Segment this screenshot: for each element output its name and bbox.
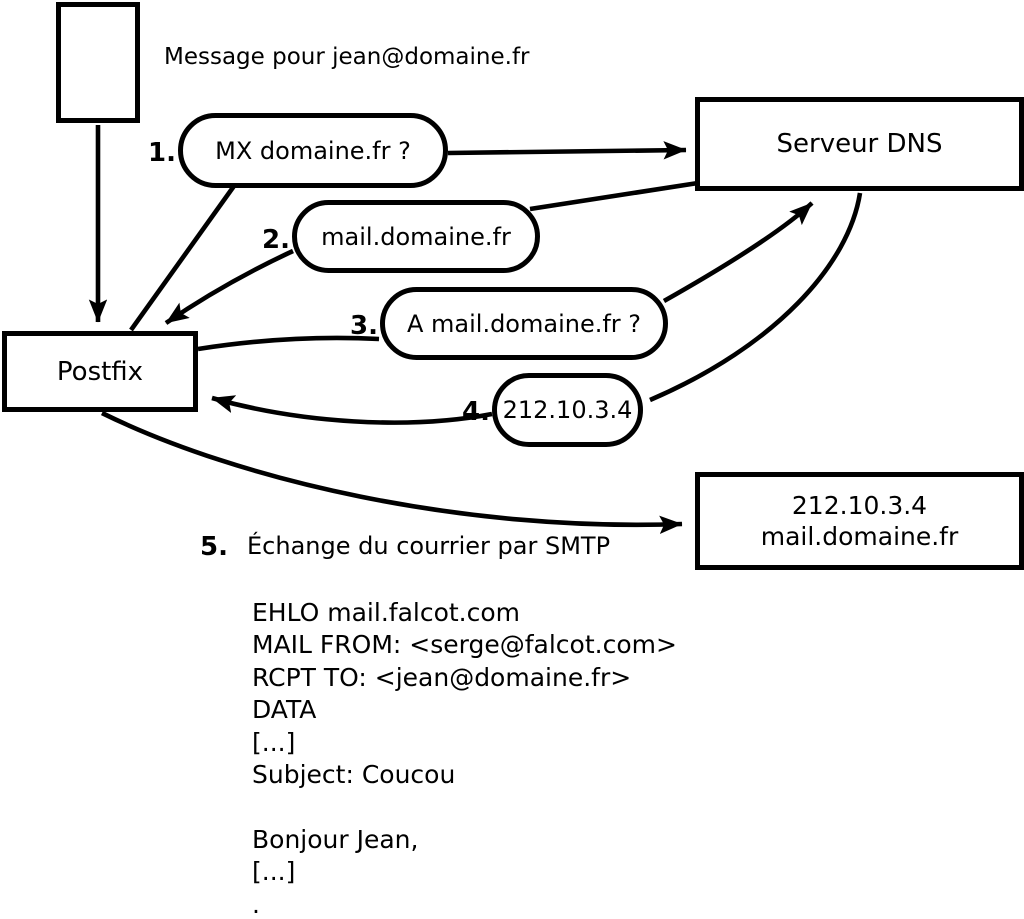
pill-a-query: A mail.domaine.fr ?: [380, 287, 668, 360]
smtp-session-transcript: EHLO mail.falcot.com MAIL FROM: <serge@f…: [252, 597, 677, 919]
step-number-4: 4.: [462, 397, 490, 427]
arrow-smtp-exchange-to-destination: [100, 410, 683, 535]
postfix-node-label: Postfix: [56, 356, 144, 387]
arrow-mx-response-to-postfix: [164, 248, 294, 325]
smtp-line-mail-from: MAIL FROM: <serge@falcot.com>: [252, 630, 677, 660]
line-postfix-to-a-query-pill: [197, 335, 380, 352]
smtp-line-data: DATA: [252, 695, 317, 725]
dns-server-node-label: Serveur DNS: [776, 129, 943, 159]
arrow-a-query-to-dns: [662, 201, 814, 304]
line-dns-to-mx-response-pill: [529, 180, 699, 212]
step-number-3: 3.: [350, 311, 378, 341]
pill-mx-response: mail.domaine.fr: [292, 200, 540, 273]
destination-hostname-label: mail.domaine.fr: [760, 522, 959, 551]
step-number-5: 5.: [200, 532, 228, 562]
step-number-2: 2.: [262, 225, 290, 255]
line-postfix-to-mx-query-pill: [129, 184, 236, 332]
pill-a-query-label: A mail.domaine.fr ?: [406, 309, 642, 338]
smtp-exchange-label: Échange du courrier par SMTP: [247, 532, 611, 560]
smtp-line-ellipsis-1: [...]: [252, 727, 296, 757]
smtp-line-subject: Subject: Coucou: [252, 760, 456, 790]
step-number-1: 1.: [148, 138, 176, 168]
postfix-node: Postfix: [2, 331, 198, 412]
smtp-line-rcpt-to: RCPT TO: <jean@domaine.fr>: [252, 662, 632, 692]
arrow-a-response-to-postfix: [211, 395, 493, 425]
smtp-line-end-dot: .: [252, 889, 260, 919]
dns-server-node: Serveur DNS: [695, 97, 1024, 191]
pill-mx-query: MX domaine.fr ?: [178, 113, 448, 188]
smtp-line-greeting: Bonjour Jean,: [252, 824, 419, 854]
message-source-box: [56, 2, 140, 123]
arrow-mx-query-to-dns: [447, 141, 687, 160]
destination-server-node: 212.10.3.4 mail.domaine.fr: [695, 472, 1024, 570]
pill-mx-query-label: MX domaine.fr ?: [215, 136, 411, 165]
smtp-line-blank: [252, 791, 677, 823]
pill-mx-response-label: mail.domaine.fr: [321, 222, 511, 251]
pill-a-response-label: 212.10.3.4: [502, 396, 633, 424]
line-dns-to-a-response-pill: [649, 192, 863, 403]
smtp-line-ellipsis-2: [...]: [252, 857, 296, 887]
pill-a-response: 212.10.3.4: [492, 373, 643, 447]
smtp-line-ehlo: EHLO mail.falcot.com: [252, 598, 521, 627]
destination-ip-label: 212.10.3.4: [791, 491, 928, 520]
message-note-label: Message pour jean@domaine.fr: [164, 44, 530, 70]
